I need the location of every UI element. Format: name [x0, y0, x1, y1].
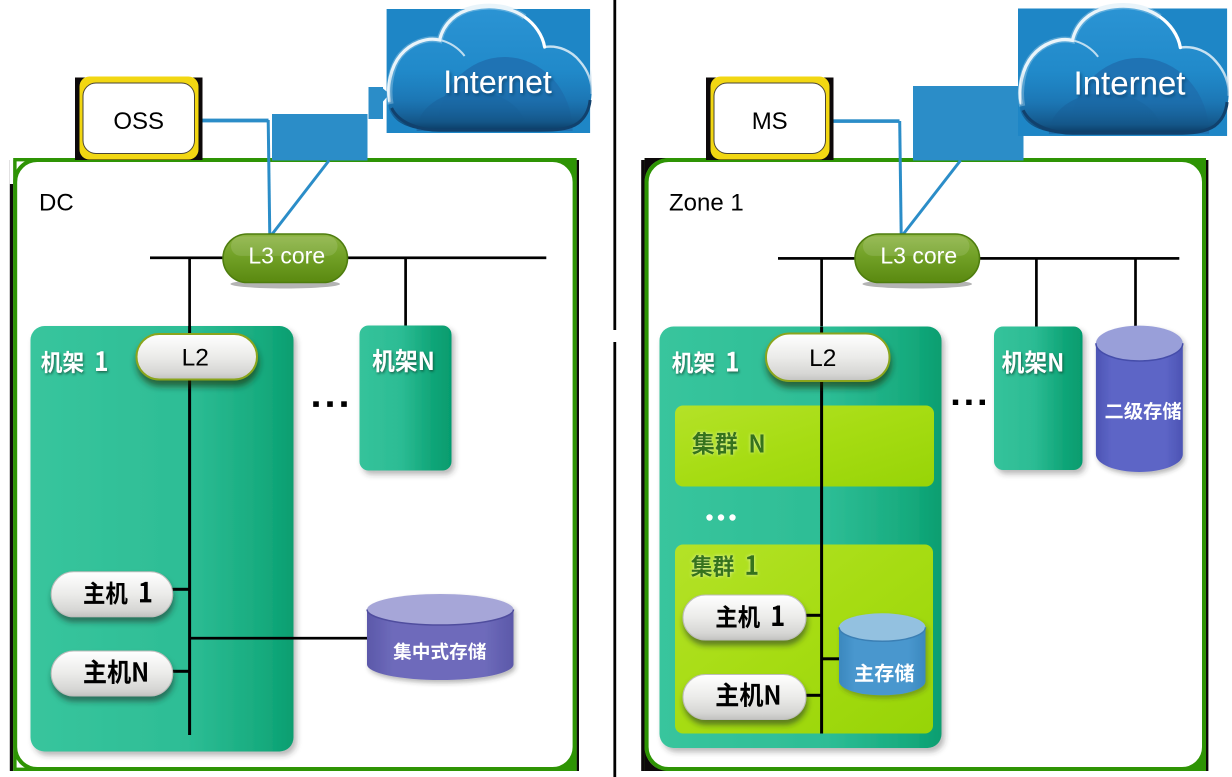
svg-text:Internet: Internet	[443, 64, 552, 100]
svg-text:Internet: Internet	[1074, 65, 1186, 102]
svg-text:L2: L2	[182, 344, 209, 371]
svg-text:L2: L2	[809, 345, 836, 372]
svg-text:MS: MS	[752, 108, 788, 135]
svg-text:Zone 1: Zone 1	[669, 190, 744, 217]
svg-text:L3 core: L3 core	[248, 243, 325, 269]
svg-text:L3 core: L3 core	[880, 243, 957, 269]
svg-text:DC: DC	[39, 190, 74, 217]
svg-text:OSS: OSS	[113, 108, 164, 135]
